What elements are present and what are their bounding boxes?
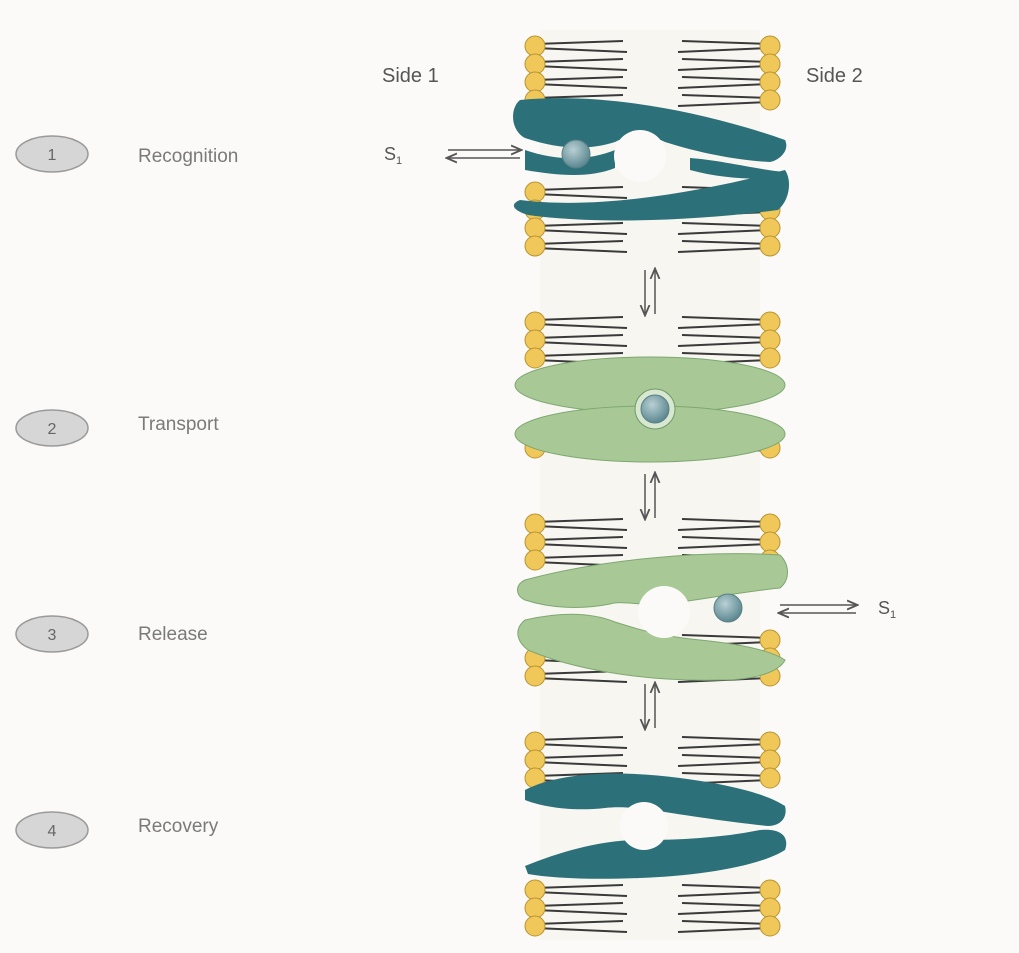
side-1-label: Side 1	[382, 65, 439, 87]
step-3: 3 Release	[16, 616, 208, 652]
step-1-label: Recognition	[138, 146, 238, 167]
step-1-number: 1	[48, 147, 57, 164]
equilibrium-arrows-1	[448, 150, 520, 158]
svg-text:S1: S1	[384, 144, 402, 167]
substrate-label-side-2: S1	[878, 598, 896, 621]
binding-pocket	[638, 586, 690, 638]
substrate-label-side-1: S1	[384, 144, 402, 167]
step-2: 2 Transport	[16, 410, 219, 446]
side-2-label: Side 2	[806, 65, 863, 87]
step-4-label: Recovery	[138, 816, 219, 837]
step-1: 1 Recognition	[16, 136, 238, 172]
binding-pocket	[620, 802, 668, 850]
step-2-number: 2	[48, 421, 57, 438]
binding-pocket	[614, 130, 666, 182]
svg-text:S1: S1	[878, 598, 896, 621]
substrate-molecule	[714, 594, 742, 622]
step-2-label: Transport	[138, 414, 219, 435]
step-4-number: 4	[48, 823, 57, 840]
substrate-molecule	[641, 395, 669, 423]
step-3-number: 3	[48, 627, 57, 644]
step-4: 4 Recovery	[16, 812, 219, 848]
substrate-molecule	[562, 140, 590, 168]
equilibrium-arrows-3	[780, 605, 856, 613]
step-3-label: Release	[138, 624, 208, 645]
